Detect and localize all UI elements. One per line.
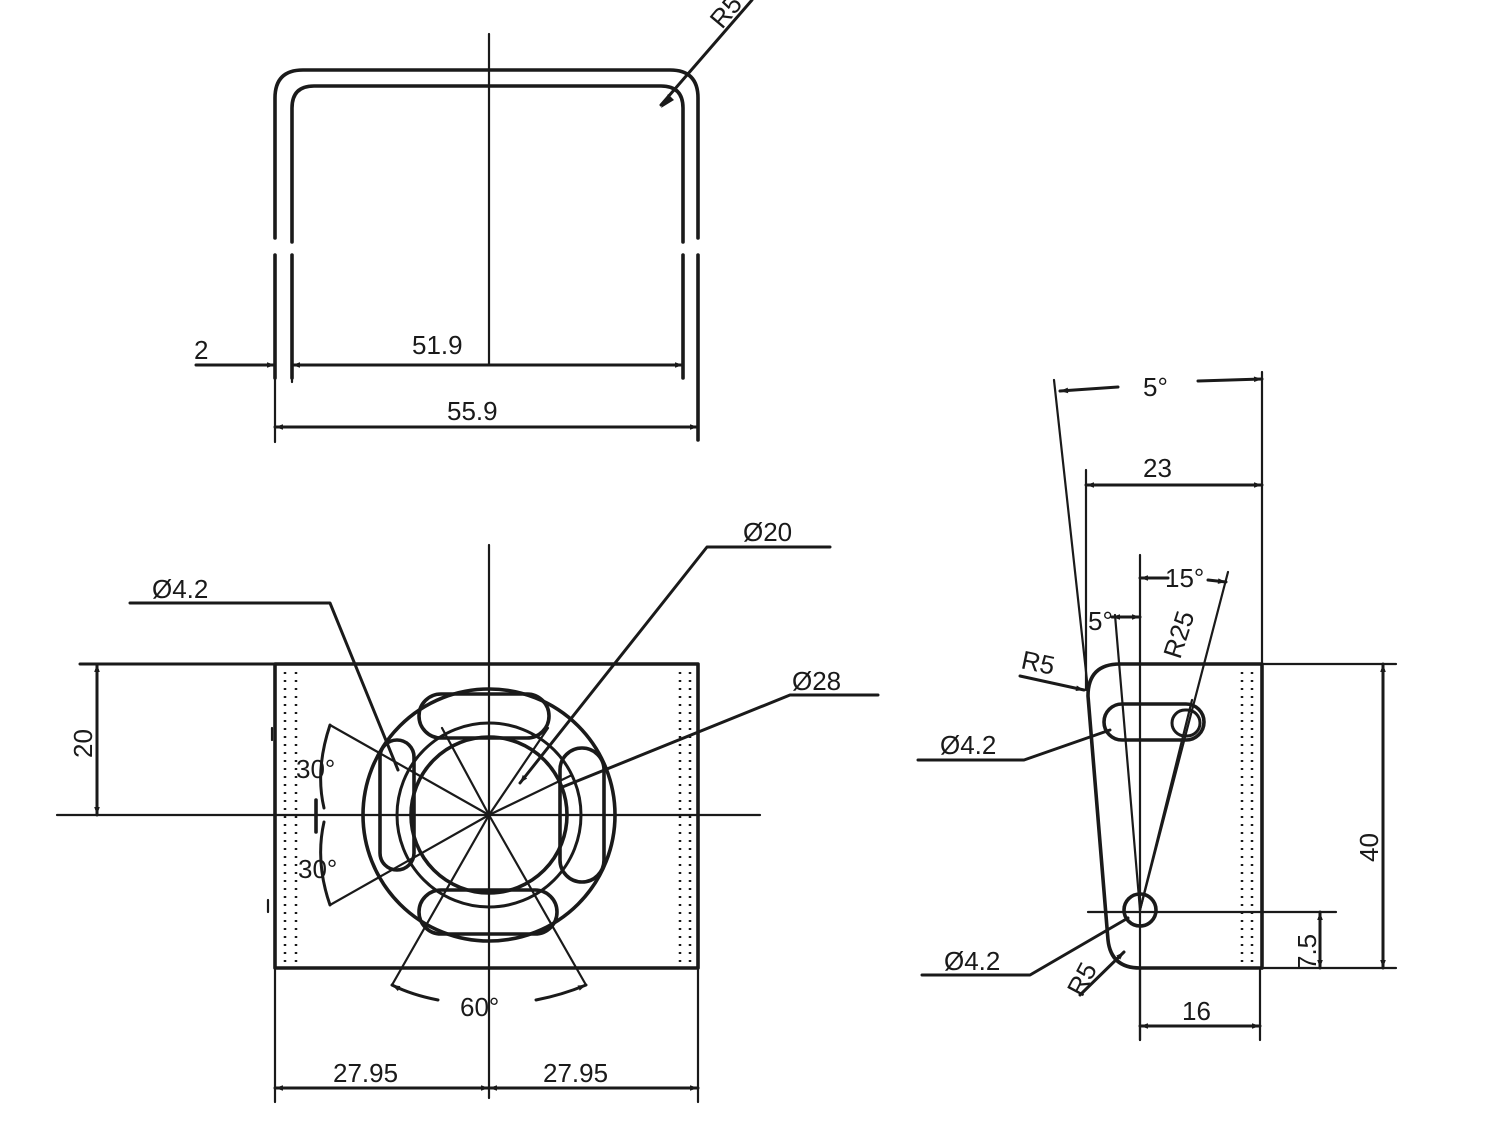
right-half-label: 27.95 xyxy=(543,1058,608,1088)
small-angle-label: 5° xyxy=(1088,606,1113,636)
lower-hole-label: Ø4.2 xyxy=(944,946,1000,976)
angle-bottom-label: 60° xyxy=(460,992,499,1022)
side-outline xyxy=(1086,662,1142,970)
inner-dia-label: Ø20 xyxy=(743,517,792,547)
inner-dia-leader xyxy=(518,545,832,785)
inner-width-label: 51.9 xyxy=(412,330,463,360)
bottom-radius-leader xyxy=(1078,950,1126,997)
top-angle-dim-line xyxy=(1058,385,1120,394)
left-half-label: 27.95 xyxy=(333,1058,398,1088)
slot-bottom xyxy=(417,888,559,936)
side-width-label: 23 xyxy=(1143,453,1172,483)
outer-dia-leader xyxy=(558,693,880,790)
plan-height-label: 20 xyxy=(68,729,98,758)
bottom-width-label: 16 xyxy=(1182,996,1211,1026)
outer-circle xyxy=(361,687,617,943)
angle-upper-label: 30° xyxy=(296,754,335,784)
plan-hole-leader xyxy=(128,601,400,772)
front-radius-leader xyxy=(659,0,754,107)
plan-hole-label: Ø4.2 xyxy=(152,574,208,604)
front-radius-label: R5 xyxy=(704,0,748,34)
angle-lower-label: 30° xyxy=(298,854,337,884)
angle-arc-upper xyxy=(319,723,332,810)
plan-view: 30° 30° 60° Ø4.2 Ø20 Ø28 20 27.95 27.95 xyxy=(55,517,880,1104)
side-view: 5° 23 15° 5° R25 R5 Ø4.2 Ø4.2 R5 40 7.5 xyxy=(916,370,1398,1042)
lower-hole-leader xyxy=(920,916,1130,977)
corner-radius-label: R5 xyxy=(1019,645,1058,681)
side-height-label: 40 xyxy=(1354,833,1384,862)
slot-right xyxy=(558,746,606,884)
slot-angle-label: 15° xyxy=(1165,563,1204,593)
outer-dia-label: Ø28 xyxy=(792,666,841,696)
slot-left xyxy=(378,738,416,872)
bent-profile xyxy=(273,68,700,444)
side-slot xyxy=(1102,702,1206,742)
bottom-radius-label: R5 xyxy=(1061,957,1103,1000)
corner-radius-leader xyxy=(1018,674,1086,692)
top-angle-label: 5° xyxy=(1143,372,1168,402)
front-view: R5 2 51.9 55.9 xyxy=(194,0,754,444)
upper-hole-label: Ø4.2 xyxy=(940,730,996,760)
angle-arc-lower xyxy=(319,820,332,907)
outer-width-label: 55.9 xyxy=(447,396,498,426)
thickness-label: 2 xyxy=(194,335,208,365)
upper-hole-leader xyxy=(916,728,1112,762)
slot-radius-label: R25 xyxy=(1157,607,1200,662)
angle-arc-bottom xyxy=(390,983,440,1002)
radial-lines xyxy=(328,723,588,987)
offset-label: 7.5 xyxy=(1292,934,1322,970)
slot-top xyxy=(417,692,551,740)
middle-circle xyxy=(395,721,583,909)
